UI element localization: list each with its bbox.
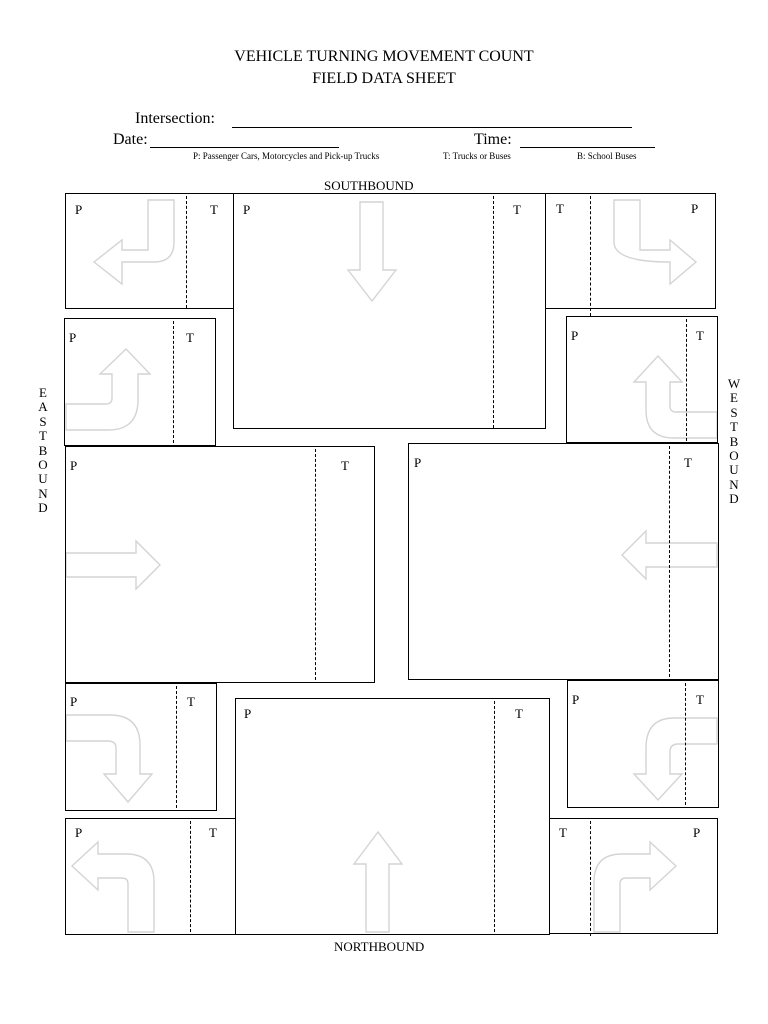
nb-through-box[interactable] <box>235 698 550 935</box>
intersection-field[interactable] <box>232 127 632 128</box>
sb-through-t: T <box>513 202 521 217</box>
sb-through-box[interactable] <box>233 193 546 429</box>
sb-right-turn-p: P <box>75 202 83 217</box>
wb-right-turn-divider <box>686 319 687 441</box>
legend-b: B: School Buses <box>577 151 637 161</box>
wb-left-turn-divider <box>685 683 686 805</box>
nb-right-turn-box[interactable] <box>549 818 718 934</box>
eb-through-box[interactable] <box>65 446 375 683</box>
date-label: Date: <box>113 131 148 148</box>
nb-left-turn-arrow <box>70 840 155 933</box>
eb-right-turn-t: T <box>187 694 195 709</box>
nb-left-turn-divider <box>190 821 191 932</box>
northbound-label: NORTHBOUND <box>334 939 425 954</box>
sb-left-turn-arrow <box>613 199 698 286</box>
sb-left-turn-box[interactable] <box>545 193 716 309</box>
wb-right-turn-t: T <box>696 328 704 343</box>
legend-p: P: Passenger Cars, Motorcycles and Pick-… <box>193 151 380 161</box>
westbound-label: W E S T B O U N D <box>727 376 741 507</box>
eb-through-t: T <box>341 458 349 473</box>
nb-right-turn-t: T <box>559 825 567 840</box>
wb-right-turn-arrow <box>632 354 718 439</box>
wb-right-turn-box[interactable] <box>566 316 718 443</box>
wb-left-turn-arrow <box>632 717 718 802</box>
southbound-label: SOUTHBOUND <box>324 178 414 193</box>
eb-through-arrow <box>65 539 161 591</box>
sb-left-turn-p: P <box>691 201 699 216</box>
eb-right-turn-p: P <box>70 694 78 709</box>
date-field[interactable] <box>150 147 339 148</box>
form-title-line-1: VEHICLE TURNING MOVEMENT COUNT <box>234 48 534 65</box>
time-field[interactable] <box>520 147 655 148</box>
sb-right-turn-arrow <box>92 199 175 286</box>
nb-through-arrow <box>352 830 404 933</box>
eastbound-label: E A S T B O U N D <box>38 385 48 516</box>
eb-left-turn-t: T <box>186 330 194 345</box>
nb-right-turn-p: P <box>693 825 701 840</box>
nb-through-p: P <box>244 706 252 721</box>
wb-left-turn-p: P <box>572 692 580 707</box>
wb-through-t: T <box>684 455 692 470</box>
wb-through-arrow <box>621 529 718 581</box>
wb-left-turn-t: T <box>696 692 704 707</box>
legend-t: T: Trucks or Buses <box>443 151 511 161</box>
wb-through-p: P <box>414 455 422 470</box>
arrow-group <box>65 199 718 933</box>
nb-through-divider <box>494 701 495 932</box>
sb-left-turn-t: T <box>556 201 564 216</box>
sb-through-p: P <box>243 202 251 217</box>
wb-left-turn-box[interactable] <box>567 680 719 808</box>
eb-left-turn-box[interactable] <box>64 318 216 446</box>
eb-right-turn-arrow <box>65 714 154 804</box>
form-title-line-2: FIELD DATA SHEET <box>312 70 456 87</box>
time-label: Time: <box>474 131 512 148</box>
eb-right-turn-divider <box>176 686 177 808</box>
eb-left-turn-p: P <box>69 330 77 345</box>
sb-right-turn-t: T <box>210 202 218 217</box>
sb-right-turn-box[interactable] <box>65 193 234 309</box>
sb-right-turn-divider <box>186 196 187 308</box>
sb-left-turn-divider <box>590 196 591 316</box>
wb-through-divider <box>669 446 670 677</box>
eb-right-turn-box[interactable] <box>65 683 217 811</box>
nb-right-turn-divider <box>590 821 591 936</box>
nb-right-turn-arrow <box>593 840 678 933</box>
nb-left-turn-box[interactable] <box>65 818 236 935</box>
intersection-label: Intersection: <box>135 110 215 127</box>
nb-through-t: T <box>515 706 523 721</box>
wb-through-box[interactable] <box>408 443 719 680</box>
eb-left-turn-arrow <box>65 348 152 431</box>
eb-left-turn-divider <box>173 321 174 443</box>
eb-through-divider <box>315 449 316 680</box>
nb-left-turn-p: P <box>75 825 83 840</box>
nb-left-turn-t: T <box>209 825 217 840</box>
sb-through-arrow <box>346 201 398 303</box>
sb-through-divider <box>493 196 494 428</box>
wb-right-turn-p: P <box>571 328 579 343</box>
eb-through-p: P <box>70 458 78 473</box>
